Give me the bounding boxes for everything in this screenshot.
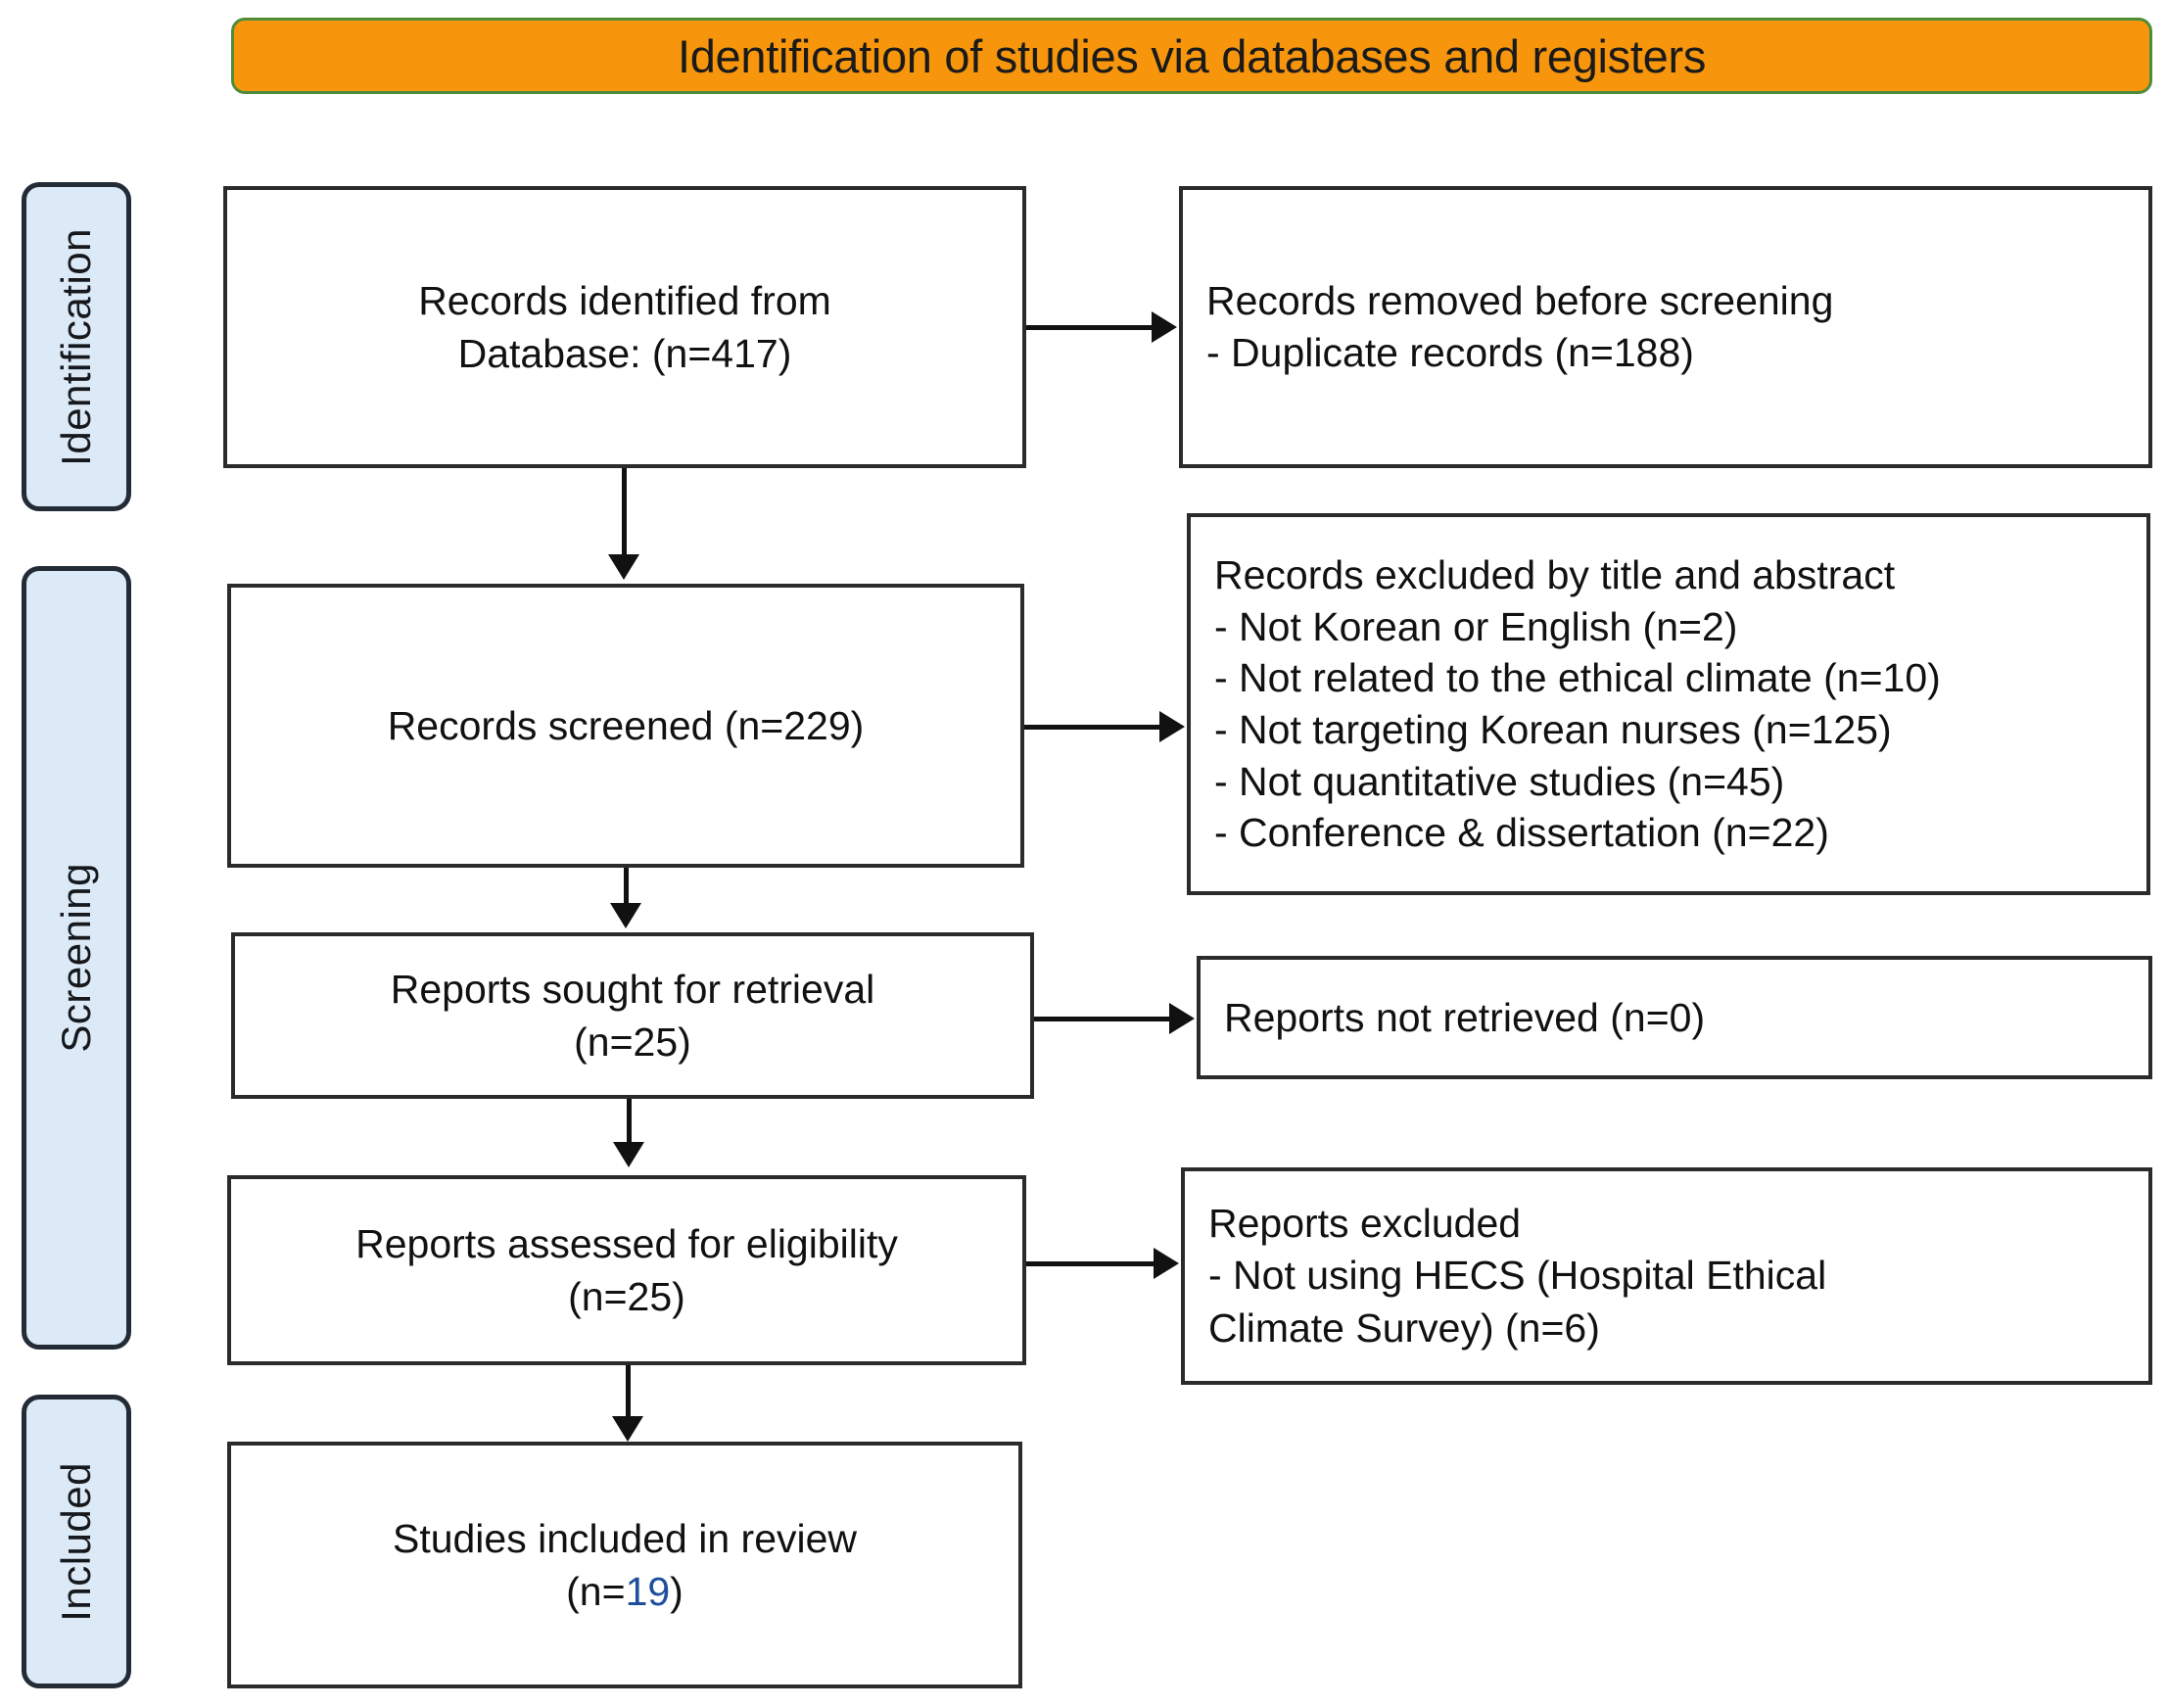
arrowhead-identified-to-screened [608,554,639,580]
arrowhead-identified-to-removed [1152,311,1177,343]
header-banner: Identification of studies via databases … [231,18,2152,94]
header-title: Identification of studies via databases … [677,29,1707,82]
box-reports-excluded: Reports excluded - Not using HECS (Hospi… [1181,1167,2152,1385]
box-reports-not-retrieved-line1: Reports not retrieved (n=0) [1224,994,1706,1040]
box-studies-included-line1: Studies included in review [392,1515,858,1561]
included-count-suffix: ) [670,1569,683,1614]
box-reports-sought: Reports sought for retrieval (n=25) [231,932,1034,1099]
box-records-removed: Records removed before screening - Dupli… [1179,186,2152,468]
box-reports-excluded-line1: Reports excluded [1208,1201,1522,1247]
stage-label-identification-text: Identification [53,227,99,466]
connector-identified-to-removed [1026,325,1152,330]
connector-screened-to-excluded [1024,725,1159,730]
excluded-ta-item-3: - Not targeting Korean nurses (n=125) [1214,707,1892,752]
stage-label-identification: Identification [22,182,131,511]
connector-assessed-to-included [626,1365,631,1416]
box-records-identified-line2: Database: (n=417) [457,331,792,376]
connector-assessed-to-excluded [1026,1261,1154,1266]
excluded-ta-item-1: - Not Korean or English (n=2) [1214,603,1738,649]
connector-identified-to-screened [622,468,627,554]
stage-label-included: Included [22,1395,131,1688]
box-records-identified-line1: Records identified from [418,277,831,323]
connector-sought-to-notretrieved [1034,1017,1169,1021]
excluded-ta-heading: Records excluded by title and abstract [1214,551,1896,597]
box-studies-included-line2: (n=19) [231,1565,1018,1618]
stage-label-screening: Screening [22,566,131,1350]
stage-label-screening-text: Screening [53,863,99,1053]
box-reports-sought-line1: Reports sought for retrieval [390,966,875,1012]
excluded-ta-item-5: - Conference & dissertation (n=22) [1214,810,1829,856]
excluded-ta-item-4: - Not quantitative studies (n=45) [1214,758,1785,804]
stage-label-included-text: Included [53,1461,99,1622]
arrowhead-assessed-to-included [612,1416,643,1442]
box-records-screened: Records screened (n=229) [227,584,1024,868]
box-records-removed-line2: - Duplicate records (n=188) [1206,330,1694,375]
box-records-identified: Records identified from Database: (n=417… [223,186,1026,468]
box-reports-assessed-line1: Reports assessed for eligibility [355,1220,898,1266]
box-reports-excluded-line2: - Not using HECS (Hospital Ethical [1208,1253,1827,1299]
arrowhead-assessed-to-excluded [1154,1248,1179,1279]
box-reports-not-retrieved: Reports not retrieved (n=0) [1197,956,2152,1079]
connector-sought-to-assessed [627,1099,632,1142]
arrowhead-sought-to-notretrieved [1169,1003,1195,1034]
box-studies-included: Studies included in review (n=19) [227,1442,1022,1688]
arrowhead-screened-to-sought [610,903,641,928]
box-reports-sought-line2: (n=25) [574,1020,691,1065]
connector-screened-to-sought [624,868,629,903]
included-count-value: 19 [625,1569,671,1614]
box-reports-assessed: Reports assessed for eligibility (n=25) [227,1175,1026,1365]
box-records-excluded-title-abstract: Records excluded by title and abstract -… [1187,513,2150,895]
box-records-screened-line1: Records screened (n=229) [387,702,865,748]
arrowhead-sought-to-assessed [613,1142,644,1167]
box-reports-excluded-line3: Climate Survey) (n=6) [1208,1305,1600,1351]
included-count-prefix: (n= [566,1569,626,1614]
box-reports-assessed-line2: (n=25) [568,1274,685,1319]
arrowhead-screened-to-excluded [1159,711,1185,742]
excluded-ta-item-2: - Not related to the ethical climate (n=… [1214,655,1941,701]
box-records-removed-line1: Records removed before screening [1206,278,1834,324]
